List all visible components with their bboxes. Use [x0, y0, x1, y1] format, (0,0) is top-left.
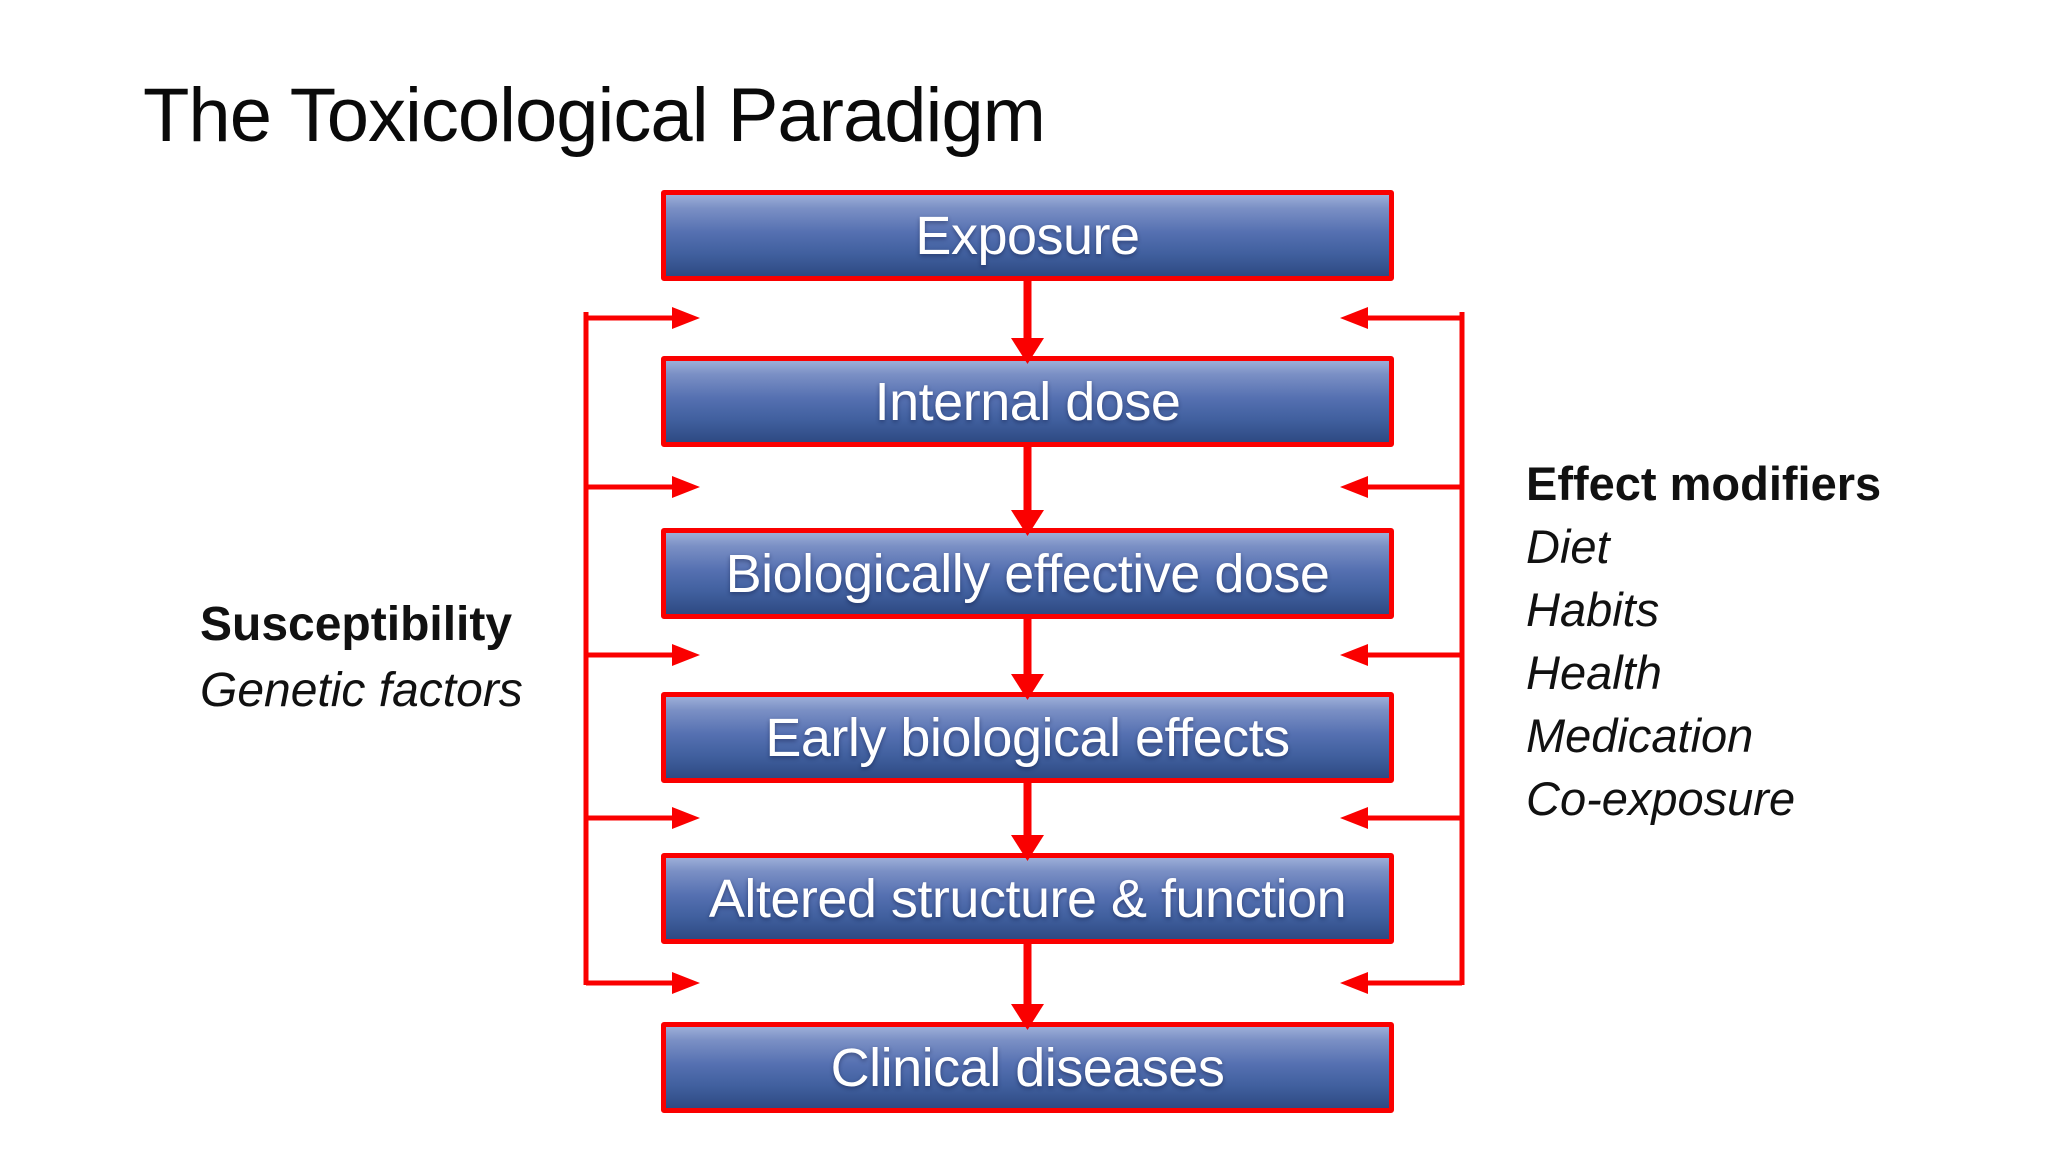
effect-modifier-item: Medication [1526, 709, 1754, 762]
flow-box-internal-dose: Internal dose [661, 356, 1394, 447]
down-arrow-3 [1011, 617, 1044, 700]
flow-box-label: Internal dose [874, 371, 1181, 432]
flow-box-label: Exposure [915, 205, 1140, 266]
flow-box-clinical-diseases: Clinical diseases [661, 1022, 1394, 1113]
susceptibility-arrowhead-1 [672, 307, 700, 329]
down-arrow-5 [1011, 942, 1044, 1030]
flow-box-label: Altered structure & function [708, 868, 1347, 929]
effect-modifier-item: Diet [1526, 520, 1610, 573]
page-title: The Toxicological Paradigm [143, 73, 1046, 158]
susceptibility-heading: Susceptibility [200, 598, 513, 651]
flow-box-label: Biologically effective dose [725, 543, 1330, 604]
modifiers-arrowhead-5 [1340, 972, 1368, 994]
susceptibility-arrowhead-5 [672, 972, 700, 994]
flow-box-altered-structure-function: Altered structure & function [661, 853, 1394, 944]
down-arrow-4 [1011, 781, 1044, 861]
modifiers-arrowhead-3 [1340, 644, 1368, 666]
down-arrow-1 [1011, 279, 1044, 364]
flow-box-exposure: Exposure [661, 190, 1394, 281]
susceptibility-subheading: Genetic factors [200, 664, 523, 717]
down-arrow-2 [1011, 445, 1044, 536]
flow-box-label: Clinical diseases [830, 1037, 1225, 1098]
flow-box-early-biological-effects: Early biological effects [661, 692, 1394, 783]
effect-modifier-item: Habits [1526, 583, 1660, 636]
susceptibility-arrowhead-2 [672, 476, 700, 498]
effect-modifier-item: Co-exposure [1526, 772, 1796, 825]
effect-modifier-item: Health [1526, 646, 1662, 699]
modifiers-arrowhead-2 [1340, 476, 1368, 498]
flow-box-biologically-effective-dose: Biologically effective dose [661, 528, 1394, 619]
effect-modifiers-annotation: Effect modifiers Diet Habits Health Medi… [1526, 452, 1881, 830]
effect-modifiers-heading: Effect modifiers [1526, 457, 1882, 510]
susceptibility-arrowhead-4 [672, 807, 700, 829]
modifiers-arrowhead-1 [1340, 307, 1368, 329]
flow-box-label: Early biological effects [765, 707, 1290, 768]
modifiers-arrowhead-4 [1340, 807, 1368, 829]
susceptibility-annotation: Susceptibility Genetic factors [200, 592, 523, 724]
susceptibility-arrowhead-3 [672, 644, 700, 666]
